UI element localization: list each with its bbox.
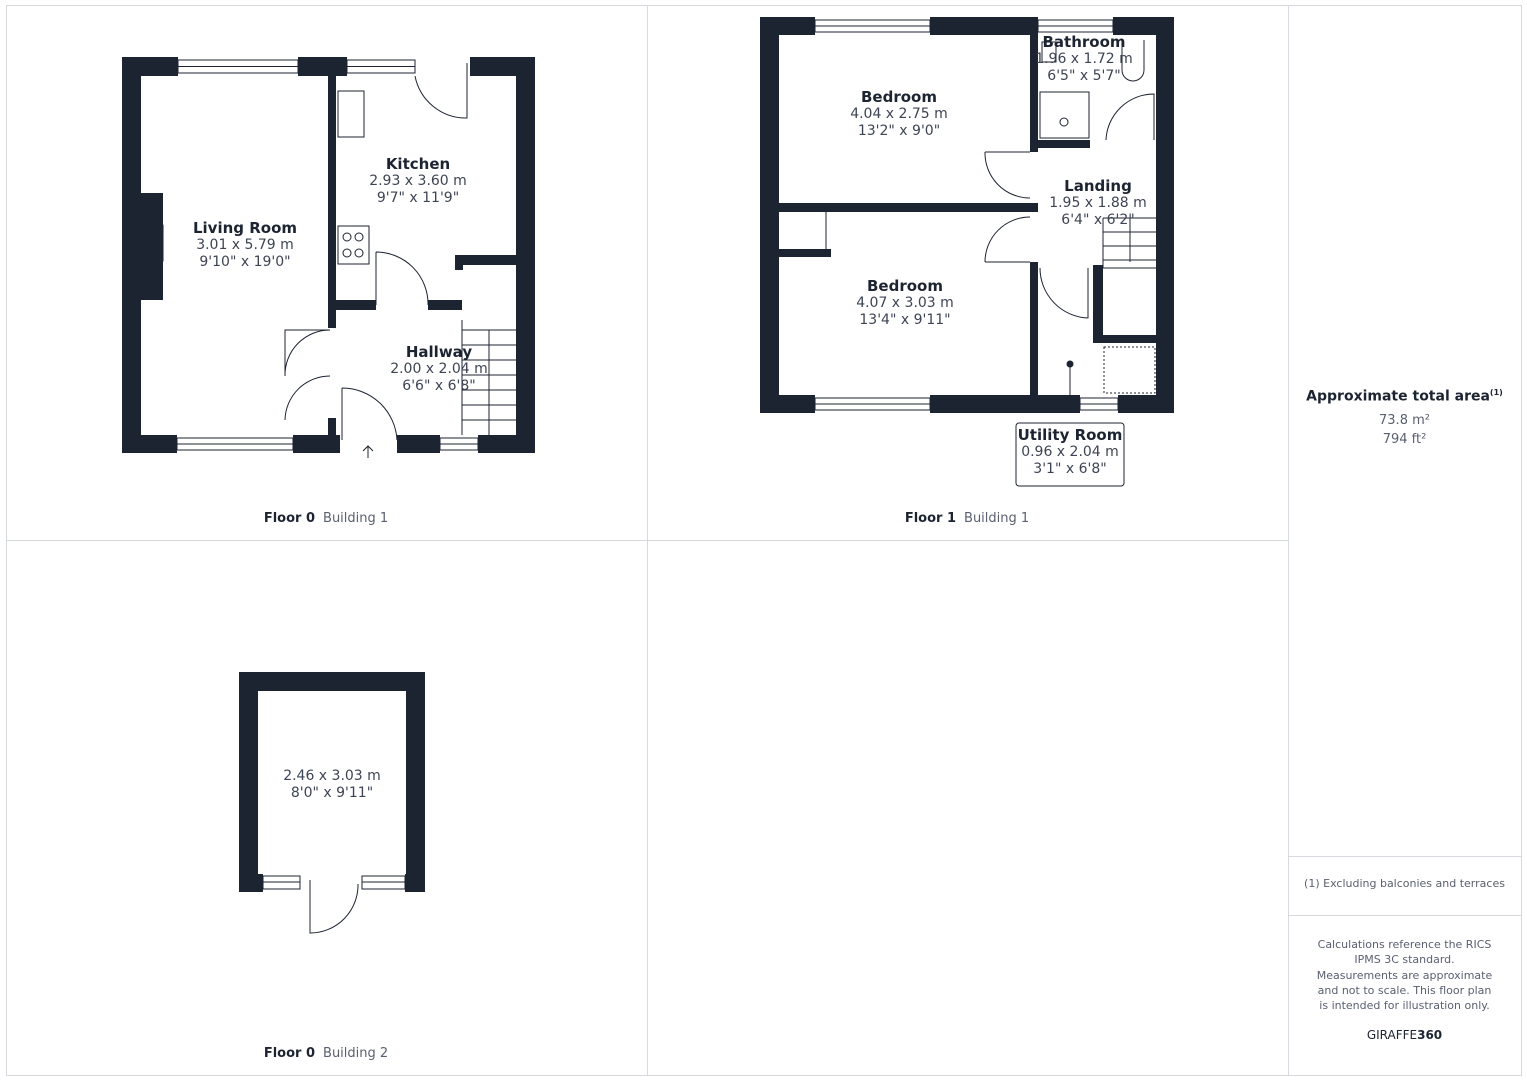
room-name: Bedroom	[861, 88, 937, 106]
room-name: Hallway	[405, 343, 473, 361]
total-area-m2: 73.8 m²	[1379, 412, 1430, 428]
total-area-ft2: 794 ft²	[1382, 431, 1427, 447]
room-size-metric: 1.95 x 1.88 m	[1049, 195, 1147, 211]
floor0-building1-walls	[122, 57, 535, 453]
room-size-imperial: 6'5" x 5'7"	[1047, 68, 1121, 84]
room-landing: Landing 1.95 x 1.88 m 6'4" x 6'2"	[1049, 177, 1147, 229]
room-bedroom-2: Bedroom 4.07 x 3.03 m 13'4" x 9'11"	[856, 277, 954, 329]
room-bathroom: Bathroom 1.96 x 1.72 m 6'5" x 5'7"	[1035, 33, 1133, 85]
total-area-panel: Approximate total area(1) 73.8 m² 794 ft…	[1290, 388, 1519, 447]
room-size-imperial: 8'0" x 9'11"	[290, 785, 374, 801]
sheet-grid	[6, 5, 1522, 1076]
floor0-building2-windows	[262, 875, 406, 934]
floor1-building1-windows	[814, 19, 1119, 411]
room-size-metric: 1.96 x 1.72 m	[1035, 51, 1133, 67]
brand-logo: GIRAFFE360	[1366, 1028, 1443, 1042]
room-size-imperial: 13'2" x 9'0"	[857, 123, 941, 139]
room-name: Landing	[1064, 177, 1132, 195]
utility-room-label-box	[1015, 422, 1125, 487]
floor0-building1-windows	[176, 59, 479, 451]
floor1-building1-walls	[760, 17, 1174, 413]
room-size-imperial: 13'4" x 9'11"	[859, 312, 951, 328]
room-size-metric: 3.01 x 5.79 m	[196, 237, 294, 253]
room-name: Bathroom	[1042, 33, 1126, 51]
floor1-building1-fixtures	[825, 40, 1156, 395]
floor0-building2-walls	[239, 672, 425, 892]
footnote: (1) Excluding balconies and terraces	[1304, 877, 1505, 890]
room-name: Kitchen	[385, 155, 451, 173]
room-size-metric: 2.00 x 2.04 m	[390, 361, 488, 377]
room-utility-room: Utility Room 0.96 x 2.04 m 3'1" x 6'8"	[1018, 426, 1123, 478]
room-living-room: Living Room 3.01 x 5.79 m 9'10" x 19'0"	[193, 219, 297, 271]
room-hallway: Hallway 2.00 x 2.04 m 6'6" x 6'8"	[390, 343, 488, 395]
room-size-metric: 4.04 x 2.75 m	[850, 106, 948, 122]
room-size-imperial: 9'7" x 11'9"	[376, 190, 460, 206]
room-size-metric: 2.93 x 3.60 m	[369, 173, 467, 189]
room-outbuilding: 2.46 x 3.03 m 8'0" x 9'11"	[283, 768, 381, 802]
meter-dot-icon	[1066, 360, 1074, 368]
entrance-arrow-icon	[362, 445, 374, 458]
room-name: Living Room	[192, 219, 298, 237]
room-size-metric: 0.96 x 2.04 m	[1021, 444, 1119, 460]
room-size-metric: 2.46 x 3.03 m	[283, 768, 381, 784]
room-size-metric: 4.07 x 3.03 m	[856, 295, 954, 311]
room-name: Utility Room	[1017, 426, 1123, 444]
total-area-title: Approximate total area(1)	[1306, 388, 1503, 405]
room-size-imperial: 9'10" x 19'0"	[199, 254, 291, 270]
floor0-building1-fixtures	[140, 63, 516, 458]
room-size-imperial: 6'4" x 6'2"	[1061, 212, 1135, 228]
room-size-imperial: 3'1" x 6'8"	[1033, 461, 1107, 477]
room-size-imperial: 6'6" x 6'8"	[402, 378, 476, 394]
room-bedroom-1: Bedroom 4.04 x 2.75 m 13'2" x 9'0"	[850, 88, 948, 140]
disclaimer: Calculations reference the RICS IPMS 3C …	[1316, 938, 1493, 1013]
room-kitchen: Kitchen 2.93 x 3.60 m 9'7" x 11'9"	[369, 155, 467, 207]
room-name: Bedroom	[867, 277, 943, 295]
